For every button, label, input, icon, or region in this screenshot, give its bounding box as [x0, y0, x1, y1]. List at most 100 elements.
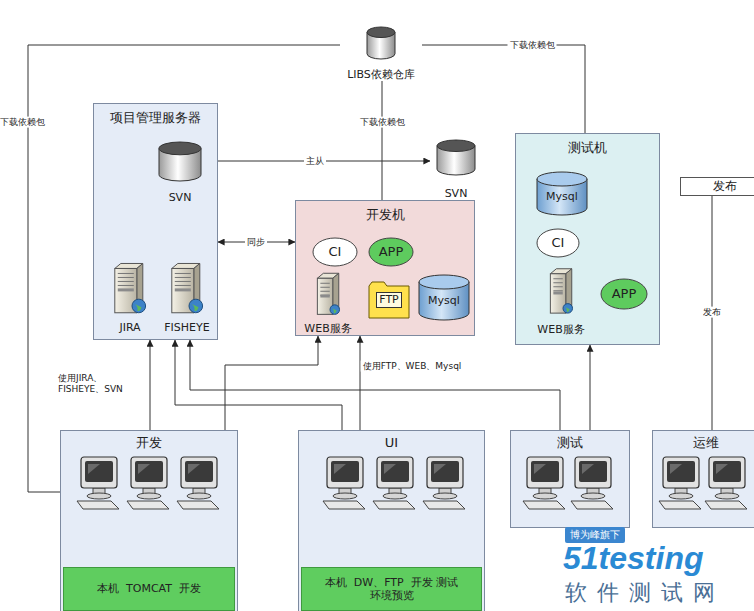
keyboard — [373, 501, 415, 509]
monitor-screen — [713, 461, 741, 482]
team-group: UI 本机 DW、FTP 开发 测试环境预览 — [298, 430, 485, 611]
svn-cylinder-art — [436, 140, 476, 176]
workstations — [653, 453, 754, 513]
server-vent — [320, 291, 329, 292]
node-label: FISHEYE — [164, 321, 209, 334]
monitor-screen — [381, 461, 409, 482]
cylinder-top — [419, 275, 469, 289]
screen-glare — [188, 464, 200, 474]
globe-land — [135, 304, 142, 311]
monitor-base — [533, 493, 557, 499]
keyboard — [705, 501, 747, 509]
node-label: FTP — [376, 292, 402, 307]
panel-title: 测试 — [557, 435, 583, 451]
connector — [225, 336, 318, 430]
monitor-screen — [185, 461, 213, 482]
screen-glare — [334, 464, 346, 474]
web-server-icon: WEB服务 — [530, 268, 592, 336]
panel-title: 开发机 — [366, 207, 405, 223]
node-label: 本机 DW、FTP 开发 测试环境预览 — [322, 576, 462, 602]
server-vent — [553, 290, 562, 291]
connector — [360, 336, 361, 430]
monitor-frame — [377, 457, 413, 488]
server-icon-art — [110, 262, 150, 316]
workstations — [511, 453, 631, 513]
screen-glare — [716, 464, 728, 474]
server-vent — [320, 283, 329, 284]
monitor-screen — [431, 461, 459, 482]
node-label: Mysql — [546, 190, 578, 203]
monitor-frame — [527, 457, 563, 488]
monitor-screen — [331, 461, 359, 482]
screen-glare — [88, 464, 100, 474]
mysql-cylinder: Mysql — [418, 275, 470, 321]
folder-outline — [369, 282, 409, 318]
panel-title: 运维 — [693, 435, 719, 451]
cylinder-top — [537, 172, 587, 186]
connector — [422, 45, 585, 133]
monitor-screen — [667, 461, 695, 482]
ellipse-outline — [537, 229, 579, 257]
monitor-frame — [131, 457, 167, 488]
monitor-base — [187, 493, 211, 499]
cylinder-top — [437, 140, 475, 152]
monitor-base — [581, 493, 605, 499]
globe — [132, 299, 146, 313]
repository-cylinder: LIBS依赖仓库 — [340, 27, 422, 81]
server-vent — [175, 273, 191, 274]
server-icon: JIRA — [104, 262, 156, 334]
repository-cylinder-art — [366, 27, 396, 60]
node-label: JIRA — [119, 321, 140, 334]
monitor-frame — [327, 457, 363, 488]
mysql-cylinder: Mysql — [536, 172, 588, 216]
connector — [28, 45, 340, 492]
ellipse-outline — [313, 238, 357, 266]
monitor-base — [333, 493, 357, 499]
server-vent — [175, 285, 191, 286]
monitor-screen — [531, 461, 559, 482]
server-drive — [175, 288, 191, 291]
globe — [330, 305, 340, 315]
panel-title: 项目管理服务器 — [110, 110, 201, 126]
keyboard — [423, 501, 465, 509]
server-vent — [320, 287, 329, 288]
panel-title: 测试机 — [568, 140, 607, 156]
ellipse-outline — [369, 238, 413, 266]
web-server-icon-art — [547, 268, 575, 316]
node-label: CI — [552, 235, 565, 251]
server-drive — [118, 288, 134, 291]
monitor-base — [137, 493, 161, 499]
watermark-text: 软件测试网 — [565, 581, 725, 605]
server-panel: 项目管理服务器SVNJIRAFISHEYE — [93, 103, 218, 340]
ci-ellipse: CI — [312, 237, 358, 267]
edge-label: 主从 — [304, 156, 326, 167]
ci-ellipse: CI — [536, 228, 580, 258]
node-label: APP — [612, 286, 637, 302]
globe-land — [332, 308, 337, 313]
node-label: Mysql — [428, 294, 460, 307]
ftp-folder: FTP — [368, 281, 410, 319]
globe — [189, 299, 203, 313]
node-label: APP — [379, 244, 404, 260]
web-server-icon: WEB服务 — [298, 273, 358, 335]
node-label: SVN — [445, 187, 468, 200]
panel-title: UI — [385, 435, 398, 451]
keyboard — [571, 501, 613, 509]
edge-label: 发布 — [701, 307, 723, 318]
keyboard — [127, 501, 169, 509]
team-group: 测试 — [510, 430, 630, 528]
edge-label: 下载依赖包 — [508, 40, 557, 51]
keyboard — [177, 501, 219, 509]
connector — [175, 340, 342, 430]
release-bar: 发布 — [680, 177, 754, 196]
panel-title: 开发 — [136, 435, 162, 451]
monitor-base — [669, 493, 693, 499]
machine-panel: 开发机 CI APP WEB服务 FTP Mysql — [295, 200, 475, 336]
connector — [590, 345, 591, 430]
keyboard — [523, 501, 565, 509]
node-label: WEB服务 — [537, 323, 584, 336]
node-label: WEB服务 — [304, 322, 351, 335]
server-vent — [175, 281, 191, 282]
screen-glare — [670, 464, 682, 474]
